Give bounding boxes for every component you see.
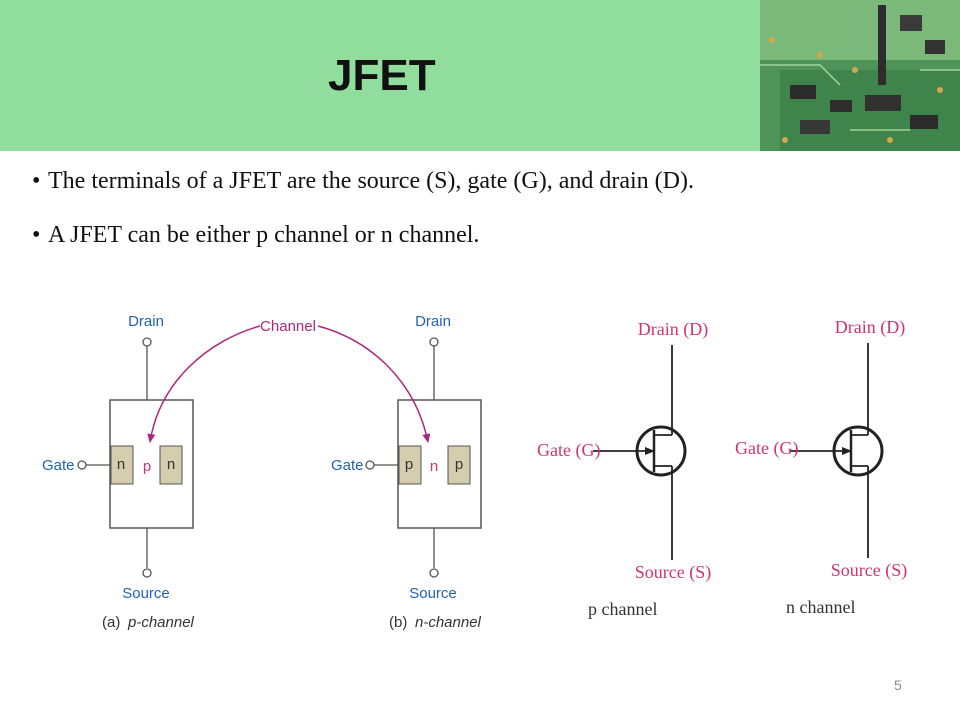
svg-text:n: n	[430, 458, 438, 475]
svg-text:p: p	[405, 456, 413, 473]
gate-terminal	[365, 460, 375, 470]
channel-label: Channel	[260, 318, 316, 335]
svg-text:p: p	[143, 458, 151, 475]
caption-prefix: (a)	[102, 614, 120, 631]
gate-label: Gate (G)	[537, 440, 600, 461]
gate-label: Gate	[42, 457, 75, 474]
jfet-structure-diagram: Drain n p n Gate Source (a) p-channel Dr…	[42, 313, 482, 631]
n-channel-symbol: Drain (D) Gate (G) Source (S) n channel	[735, 317, 907, 617]
gate-terminal	[77, 460, 87, 470]
drain-label: Drain	[415, 313, 451, 330]
channel-arrow-right	[317, 325, 431, 443]
bullet-item: •A JFET can be either p channel or n cha…	[32, 222, 480, 248]
jfet-symbols: Drain (D) Gate (G) Source (S) p channel …	[537, 317, 907, 619]
drain-terminal	[429, 337, 439, 347]
caption: n channel	[786, 597, 855, 617]
drain-label: Drain	[128, 313, 164, 330]
circuit-board-photo	[760, 0, 960, 151]
drain-terminal	[142, 337, 152, 347]
header-banner: JFET	[0, 0, 760, 151]
n-channel-structure: Drain p n p Gate Source (b) n-channel	[331, 313, 482, 631]
page-number: 5	[894, 677, 902, 693]
channel-callout: Channel	[147, 318, 431, 443]
caption-prefix: (b)	[389, 614, 407, 631]
caption: p channel	[588, 599, 657, 619]
source-label: Source	[409, 585, 457, 602]
bullet-list: •The terminals of a JFET are the source …	[32, 166, 942, 274]
source-label: Source (S)	[831, 560, 907, 581]
source-terminal	[142, 568, 152, 578]
bullet-item: •The terminals of a JFET are the source …	[32, 168, 694, 194]
svg-text:n: n	[167, 456, 175, 473]
source-terminal	[429, 568, 439, 578]
gate-label: Gate	[331, 457, 364, 474]
slide-title: JFET	[328, 51, 436, 100]
svg-text:n: n	[117, 456, 125, 473]
channel-arrow-left	[147, 325, 261, 443]
source-label: Source (S)	[635, 562, 711, 583]
gate-region-right	[159, 445, 183, 485]
gate-label: Gate (G)	[735, 438, 798, 459]
svg-text:p: p	[455, 456, 463, 473]
caption: p-channel	[127, 614, 195, 631]
drain-label: Drain (D)	[638, 319, 708, 340]
caption: n-channel	[415, 614, 482, 631]
p-channel-symbol: Drain (D) Gate (G) Source (S) p channel	[537, 319, 711, 619]
gate-region-right	[447, 445, 471, 485]
drain-label: Drain (D)	[835, 317, 905, 338]
p-channel-structure: Drain n p n Gate Source (a) p-channel	[42, 313, 195, 631]
source-label: Source	[122, 585, 170, 602]
